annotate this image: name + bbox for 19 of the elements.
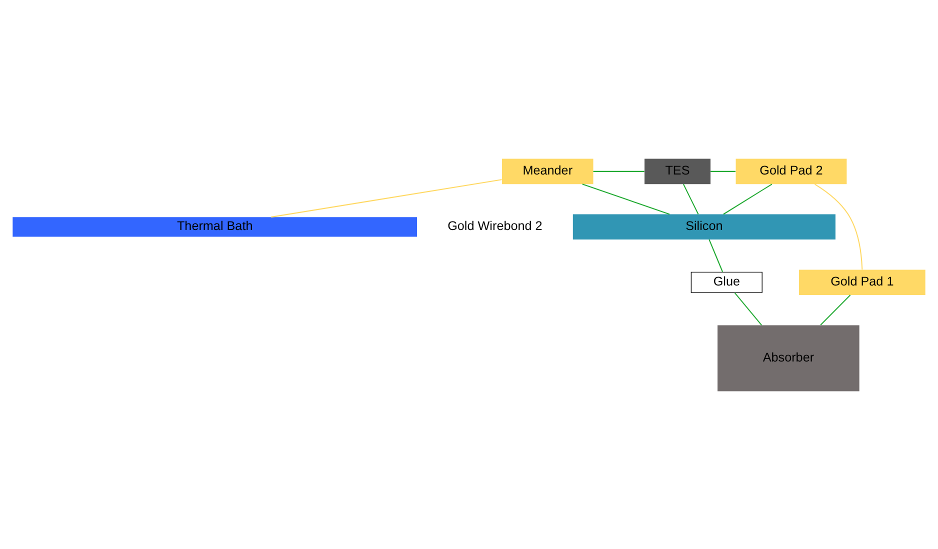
node-box: TES <box>644 158 710 184</box>
connector <box>682 183 699 214</box>
connector <box>710 170 736 172</box>
node-box: Thermal Bath <box>12 216 418 236</box>
connector <box>271 178 502 218</box>
node-box: Gold Pad 1 <box>798 269 926 294</box>
label: Gold Wirebond 2 <box>448 218 542 232</box>
connector <box>734 292 762 325</box>
node-box: Meander <box>502 158 594 184</box>
node-box: Gold Pad 2 <box>736 158 847 184</box>
connector <box>708 238 724 272</box>
connector <box>820 294 851 325</box>
connector <box>814 183 863 270</box>
connector <box>723 183 772 214</box>
connector <box>582 183 670 214</box>
node-box: Silicon <box>572 214 836 240</box>
node-box: Absorber <box>718 324 860 391</box>
connector <box>593 170 644 172</box>
node-box: Glue <box>690 271 762 292</box>
